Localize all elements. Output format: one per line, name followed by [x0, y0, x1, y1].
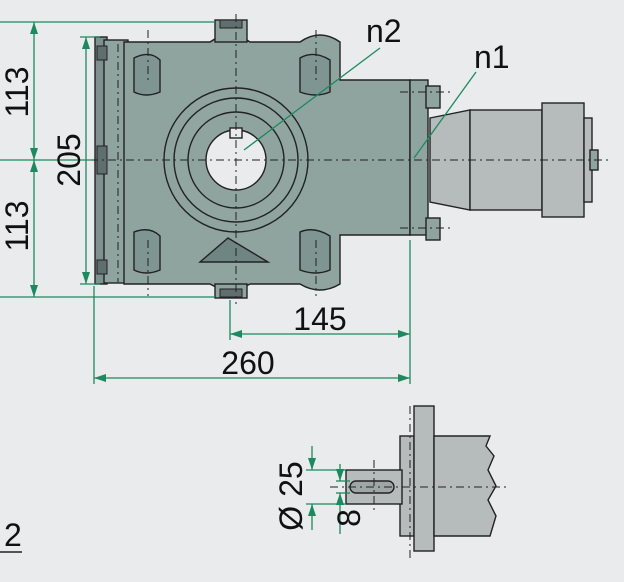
gearbox-housing	[94, 19, 441, 299]
dim-145: 145	[293, 301, 346, 337]
dim-shaft-diameter: Ø 25	[273, 461, 309, 530]
shaft-dimension-lines	[306, 446, 350, 534]
dim-113-lower: 113	[0, 200, 35, 251]
page-fragment: 2	[4, 517, 22, 553]
centerlines	[0, 14, 612, 304]
dim-key-width: 8	[331, 509, 367, 527]
label-n1: n1	[474, 39, 510, 75]
dim-113-upper: 113	[0, 66, 35, 117]
shaft-detail	[345, 405, 497, 552]
shaft-detail-centerlines	[330, 406, 510, 558]
dimension-lines	[0, 21, 477, 384]
dim-205: 205	[51, 133, 87, 186]
dim-260: 260	[221, 345, 274, 381]
label-n2: n2	[366, 13, 402, 49]
